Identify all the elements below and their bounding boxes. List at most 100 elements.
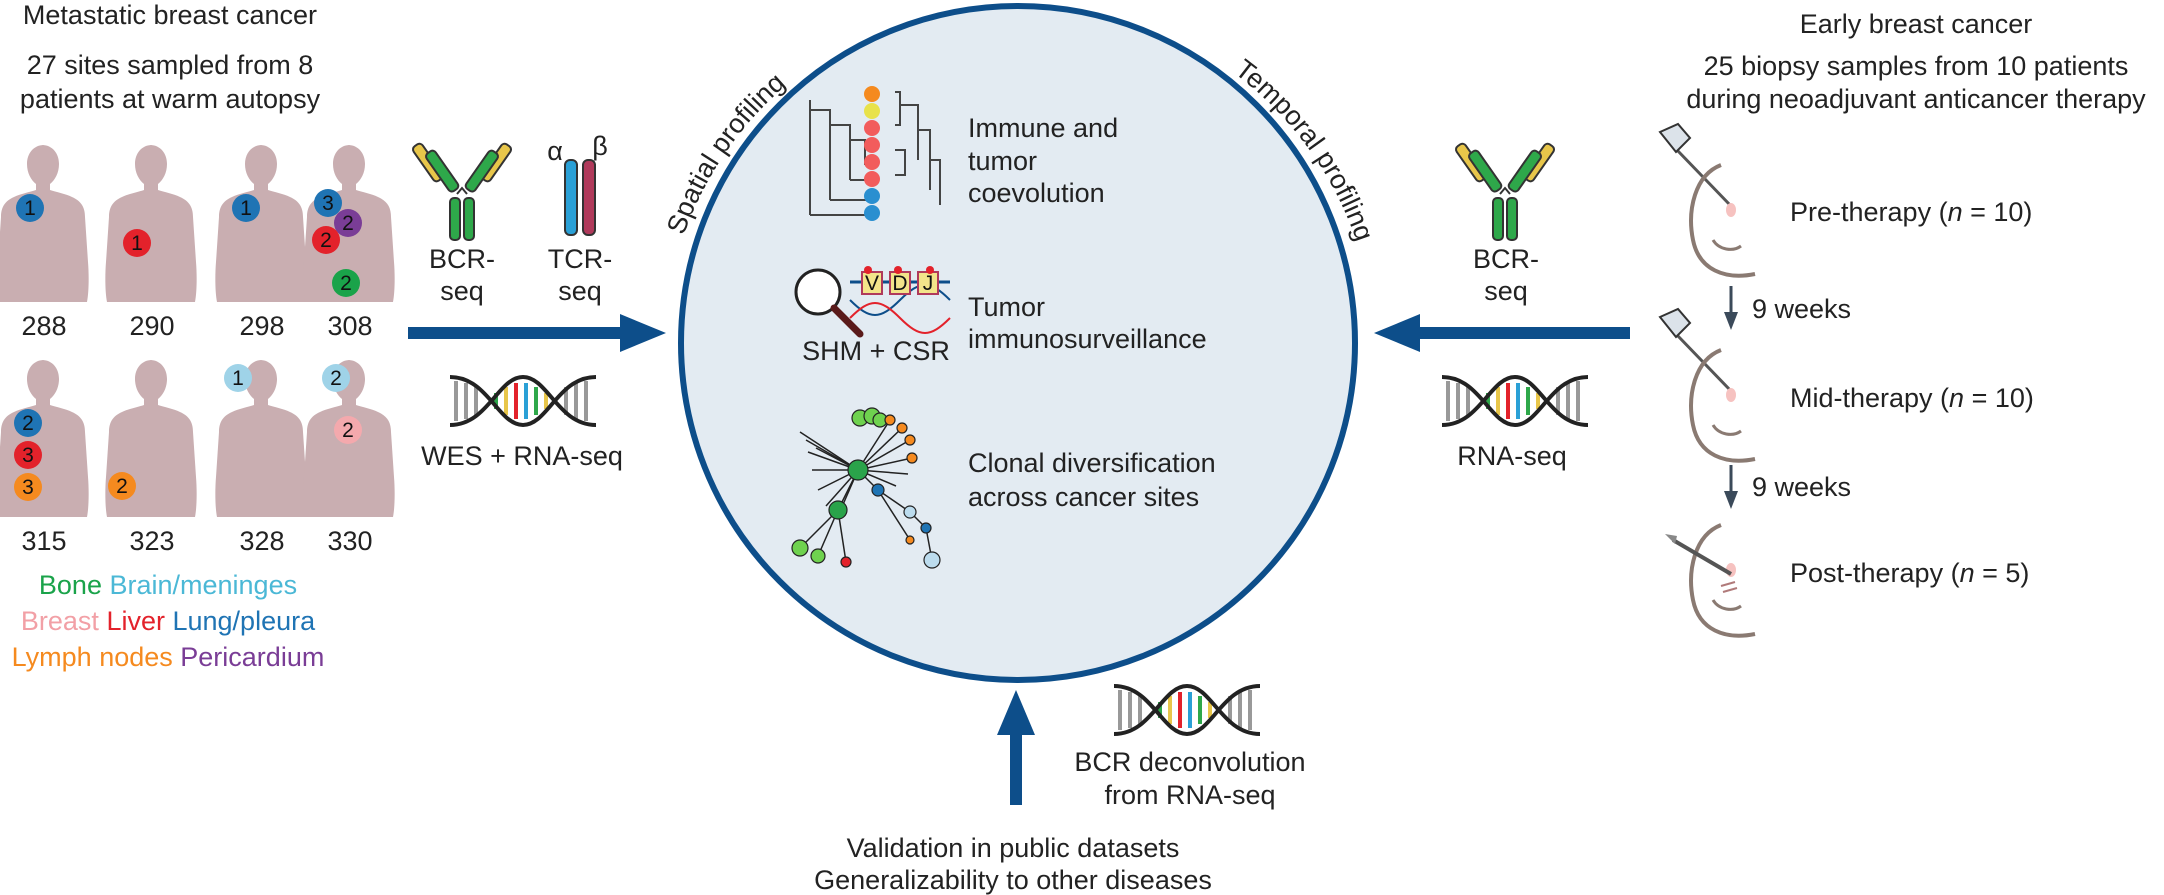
site-badge-breast xyxy=(334,416,362,444)
pre-therapy-label: Pre-therapy (n = 10) xyxy=(1790,197,2032,227)
left-subtitle-line1: 27 sites sampled from 8 xyxy=(27,50,314,80)
patient-id-label: 298 xyxy=(239,311,284,341)
site-badge-lung xyxy=(314,189,342,217)
left-bcr-label-1: BCR- xyxy=(429,244,495,274)
lineage-node xyxy=(871,483,885,497)
site-badge-lung xyxy=(232,194,260,222)
right-title: Early breast cancer xyxy=(1800,9,2033,39)
site-badge-count: 3 xyxy=(322,192,334,215)
item3-line2: across cancer sites xyxy=(968,482,1199,512)
pre-therapy-suffix: = 10) xyxy=(1963,197,2033,227)
right-sequencing: BCR- seq RNA-seq xyxy=(1440,141,1590,471)
vdj-segments: V D J xyxy=(849,266,951,334)
interval-2-label: 9 weeks xyxy=(1752,472,1851,502)
site-badge-count: 2 xyxy=(22,412,34,435)
site-badge-count: 1 xyxy=(131,232,143,255)
patient-id-label: 290 xyxy=(129,311,174,341)
lineage-node xyxy=(903,505,917,519)
lineage-node xyxy=(920,522,932,534)
right-bcr-antibody-icon xyxy=(1453,141,1557,241)
legend-brain: Brain/meninges xyxy=(109,570,297,600)
interval-arrow-2 xyxy=(1724,465,1738,509)
lineage-node xyxy=(840,556,852,568)
lineage-node xyxy=(923,551,941,569)
site-badge-bone xyxy=(332,269,360,297)
pre-therapy-biopsy-icon xyxy=(1658,122,1757,278)
item2-line2: immunosurveillance xyxy=(968,324,1207,354)
lineage-node xyxy=(906,452,918,464)
lineage-node xyxy=(904,434,916,446)
site-badge-count: 1 xyxy=(232,367,244,390)
center-circle: Spatial profiling Temporal profiling Imm… xyxy=(661,3,1380,683)
legend-breast: Breast xyxy=(21,606,100,636)
body-silhouette-icon xyxy=(0,360,89,517)
arrows xyxy=(408,314,1630,805)
mid-therapy-n: n xyxy=(1949,383,1964,413)
item3-line1: Clonal diversification xyxy=(968,448,1216,478)
patient-id-label: 330 xyxy=(327,526,372,556)
tcr-receptor-icon xyxy=(564,159,596,236)
lineage-node xyxy=(847,459,869,481)
post-therapy-label: Post-therapy (n = 5) xyxy=(1790,558,2029,588)
tcr-label-2: seq xyxy=(558,276,602,306)
left-subtitle-line2: patients at warm autopsy xyxy=(20,84,321,114)
shm-csr-label: SHM + CSR xyxy=(802,336,950,366)
site-badge-liver xyxy=(312,226,340,254)
right-bcr-label-1: BCR- xyxy=(1473,244,1539,274)
bcr-deconv-line2: from RNA-seq xyxy=(1104,780,1275,810)
left-bcr-label-2: seq xyxy=(440,276,484,306)
site-badge-brain xyxy=(224,364,252,392)
item1-line1: Immune and xyxy=(968,113,1118,143)
site-badge-lung xyxy=(16,194,44,222)
mid-therapy-label: Mid-therapy (n = 10) xyxy=(1790,383,2034,413)
body-silhouette-icon xyxy=(0,145,89,302)
wes-rna-label: WES + RNA-seq xyxy=(421,441,623,471)
patient-id-label: 328 xyxy=(239,526,284,556)
validation-line2: Generalizability to other diseases xyxy=(814,865,1212,895)
legend-row-3: Lymph nodes Pericardium xyxy=(12,642,325,672)
vdj-j: J xyxy=(923,272,934,295)
site-badge-count: 2 xyxy=(342,419,354,442)
post-therapy-prefix: Post-therapy ( xyxy=(1790,558,1960,588)
tree-leaf-dot xyxy=(864,171,880,187)
magnifier-icon xyxy=(794,268,864,338)
right-rna-label: RNA-seq xyxy=(1457,441,1567,471)
site-badge-lymph xyxy=(108,472,136,500)
left-panel: Metastatic breast cancer 27 sites sample… xyxy=(0,0,395,672)
bcr-antibody-icon xyxy=(410,141,514,241)
tree-leaf-dot xyxy=(864,205,880,221)
site-badge-count: 1 xyxy=(24,197,36,220)
lineage-node xyxy=(810,548,826,564)
validation-line1: Validation in public datasets xyxy=(847,833,1180,863)
vdj-d: D xyxy=(892,272,907,295)
bottom-section: BCR deconvolution from RNA-seq Validatio… xyxy=(814,684,1306,895)
post-therapy-n: n xyxy=(1960,558,1975,588)
site-badge-count: 2 xyxy=(116,475,128,498)
right-subtitle-line2: during neoadjuvant anticancer therapy xyxy=(1686,84,2146,114)
tcr-label-1: TCR- xyxy=(548,244,612,274)
patient-id-label: 288 xyxy=(21,311,66,341)
lineage-node xyxy=(905,535,915,545)
bottom-dna-helix-icon xyxy=(1112,684,1262,736)
item1-line2: tumor xyxy=(968,146,1037,176)
interval-1-label: 9 weeks xyxy=(1752,294,1851,324)
site-badge-brain xyxy=(322,364,350,392)
legend-row-1: Bone Brain/meninges xyxy=(39,570,297,600)
legend-row-2: Breast Liver Lung/pleura xyxy=(21,606,316,636)
right-bcr-label-2: seq xyxy=(1484,276,1528,306)
lineage-node xyxy=(884,414,896,426)
item2-line1: Tumor xyxy=(968,292,1045,322)
tcr-beta-label: β xyxy=(592,131,608,161)
site-badge-liver xyxy=(123,229,151,257)
item1-line3: coevolution xyxy=(968,178,1105,208)
tree-leaf-dot xyxy=(864,103,880,119)
legend-liver: Liver xyxy=(106,606,165,636)
tree-leaf-dot xyxy=(864,188,880,204)
tree-leaf-dot xyxy=(864,120,880,136)
